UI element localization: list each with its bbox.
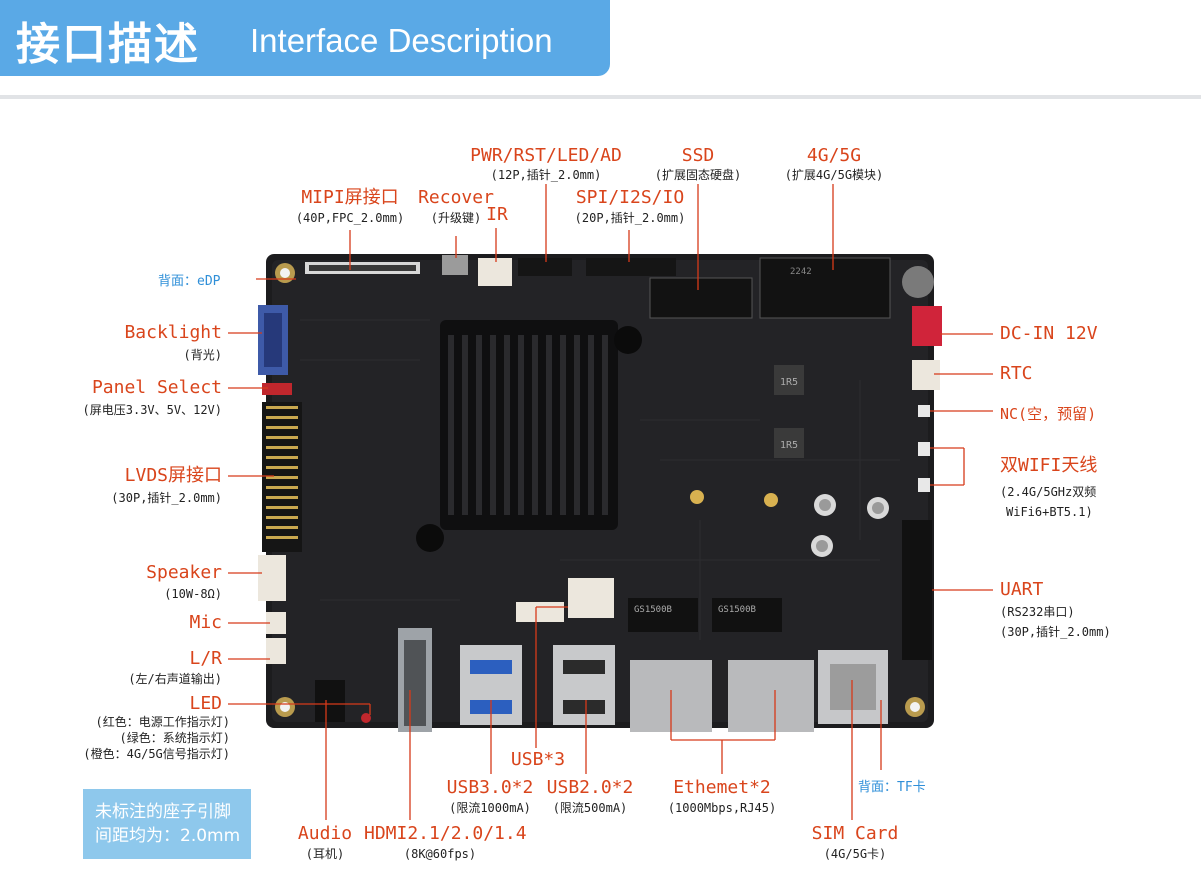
label-mipi-sub: (40P,FPC_2.0mm) [295, 211, 405, 225]
label-hdmi: HDMI2.1/2.0/1.4 [364, 823, 527, 844]
heatsink [416, 320, 642, 552]
label-spi-sub: (20P,插针_2.0mm) [574, 211, 686, 225]
usb-header-2 [568, 598, 614, 618]
marking-1r5-a: 1R5 [780, 377, 798, 388]
note-line-2: 间距均为：2.0mm [95, 826, 241, 846]
ethernet-port-2 [728, 660, 814, 732]
lan-transformer-1 [628, 598, 698, 632]
label-back-edp: 背面：eDP [158, 274, 221, 289]
label-lvds-sub: (30P,插针_2.0mm) [111, 491, 222, 505]
label-led-sub-3: (橙色：4G/5G信号指示灯) [83, 747, 230, 761]
header-title-en: Interface Description [250, 22, 553, 59]
label-mipi: MIPI屏接口 [301, 187, 399, 208]
label-backlight-sub: (背光) [183, 348, 222, 362]
marking-2242: 2242 [790, 267, 812, 277]
label-panel-select: Panel Select [91, 377, 222, 398]
label-spi: SPI/I2S/IO [575, 187, 685, 208]
leader-lines [228, 184, 993, 820]
pin-pitch-note: 未标注的座子引脚 间距均为：2.0mm [83, 789, 251, 859]
mic-connector [266, 612, 286, 634]
label-ssd-sub: (扩展固态硬盘) [654, 168, 742, 182]
wifi-antenna-2 [918, 478, 930, 492]
uart-pin-header [902, 520, 932, 660]
lan-transformer-2 [712, 598, 782, 632]
label-nc: NC(空，预留) [1000, 405, 1097, 423]
marking-gs1500b-b: GS1500B [718, 605, 756, 615]
label-sim-sub: (4G/5G卡) [823, 847, 887, 861]
label-usb3x: USB*3 [510, 749, 566, 770]
marking-1r5-b: 1R5 [780, 440, 798, 451]
label-wifi-sub-1: (2.4G/5GHz双频 [1000, 485, 1097, 499]
pwr-pin-header [518, 258, 572, 276]
header-banner: . 接口描述 Interface Description [0, 0, 610, 76]
g45-m2-slot [759, 257, 891, 319]
label-rtc: RTC [1000, 363, 1033, 384]
label-lvds: LVDS屏接口 [124, 465, 222, 486]
label-led-sub-1: (红色：电源工作指示灯) [95, 715, 230, 729]
label-recover-sub: (升级键) [430, 211, 482, 225]
lr-connector [266, 638, 286, 664]
ssd-m2-slot [649, 277, 753, 319]
panel-select-jumper [262, 383, 292, 395]
recover-button [442, 255, 468, 275]
led-indicators [361, 713, 371, 723]
label-panel-select-sub: (屏电压3.3V、5V、12V) [82, 403, 222, 417]
lvds-pin-header [262, 402, 302, 552]
label-pwr-sub: (12P,插针_2.0mm) [490, 168, 602, 182]
label-sim: SIM Card [811, 823, 899, 844]
label-hdmi-sub: (8K@60fps) [403, 847, 477, 861]
label-back-tf: 背面：TF卡 [858, 780, 926, 795]
label-led-sub-2: (绿色：系统指示灯) [119, 731, 230, 745]
label-speaker-sub: (10W-8Ω) [164, 587, 222, 601]
label-ir: IR [486, 204, 508, 225]
label-wifi-sub-2: WiFi6+BT5.1) [1006, 505, 1093, 519]
label-backlight: Backlight [124, 322, 222, 343]
header-divider [0, 95, 1201, 99]
nc-pad [918, 405, 930, 417]
label-uart: UART [1000, 579, 1044, 600]
spi-pin-header [586, 258, 676, 276]
label-dc-in: DC-IN 12V [1000, 323, 1098, 344]
label-uart-sub-1: (RS232串口) [1000, 605, 1075, 619]
label-audio: Audio [297, 823, 353, 844]
label-ethernet: Ethemet*2 [673, 777, 771, 798]
audio-jack [315, 680, 345, 722]
label-4g5g: 4G/5G [806, 145, 862, 166]
label-lr: L/R [189, 648, 222, 669]
label-usb30: USB3.0*2 [446, 777, 534, 798]
speaker-connector [258, 555, 286, 601]
label-usb30-sub: (限流1000mA) [449, 801, 531, 815]
usb-header-1 [568, 578, 614, 598]
label-usb20: USB2.0*2 [546, 777, 634, 798]
label-ssd: SSD [681, 145, 715, 166]
capacitor [902, 266, 934, 298]
label-usb20-sub: (限流500mA) [552, 801, 628, 815]
label-4g5g-sub: (扩展4G/5G模块) [784, 168, 884, 182]
label-wifi: 双WIFI天线 [1000, 455, 1098, 476]
note-line-1: 未标注的座子引脚 [95, 802, 231, 822]
label-uart-sub-2: (30P,插针_2.0mm) [1000, 625, 1111, 639]
label-audio-sub: (耳机) [305, 847, 345, 861]
marking-gs1500b-a: GS1500B [634, 605, 672, 615]
mounting-holes [275, 263, 925, 717]
label-lr-sub: (左/右声道输出) [128, 672, 222, 686]
rtc-connector [912, 360, 940, 390]
label-pwr: PWR/RST/LED/AD [470, 145, 622, 166]
ir-connector [478, 258, 512, 286]
label-ethernet-sub: (1000Mbps,RJ45) [667, 801, 777, 815]
header-title-cn: . 接口描述 [0, 19, 201, 70]
label-speaker: Speaker [146, 562, 222, 583]
usb-header-3 [516, 602, 564, 622]
label-recover: Recover [418, 187, 494, 208]
wifi-antenna-1 [918, 442, 930, 456]
dc-in-connector [912, 306, 942, 346]
label-mic: Mic [189, 612, 222, 633]
label-led: LED [189, 693, 222, 714]
